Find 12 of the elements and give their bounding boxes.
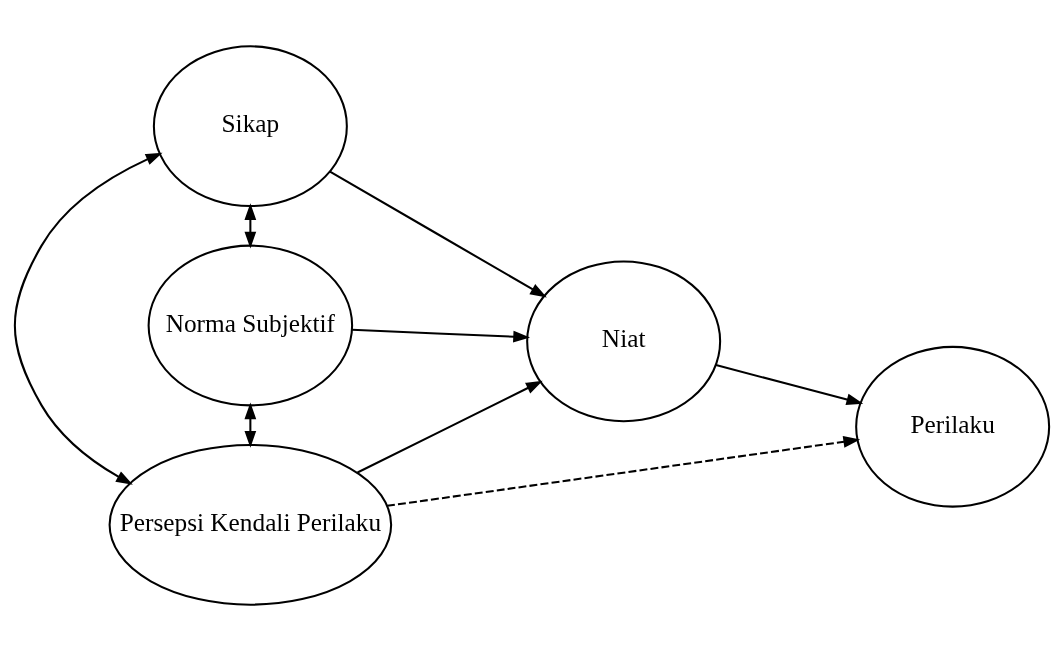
node-ellipse: Persepsi Kendali Perilaku xyxy=(108,443,393,606)
arrow xyxy=(352,328,531,343)
node-ellipse: Sikap xyxy=(152,45,348,208)
arrow xyxy=(387,436,861,507)
arrow xyxy=(715,364,864,406)
arrow xyxy=(357,380,543,474)
arrow xyxy=(244,203,257,249)
arrow xyxy=(244,402,257,448)
node-ellipse: Norma Subjektif xyxy=(147,244,354,407)
arrow xyxy=(329,170,547,298)
arrow xyxy=(13,152,163,485)
node-ellipse: Perilaku xyxy=(855,345,1051,508)
